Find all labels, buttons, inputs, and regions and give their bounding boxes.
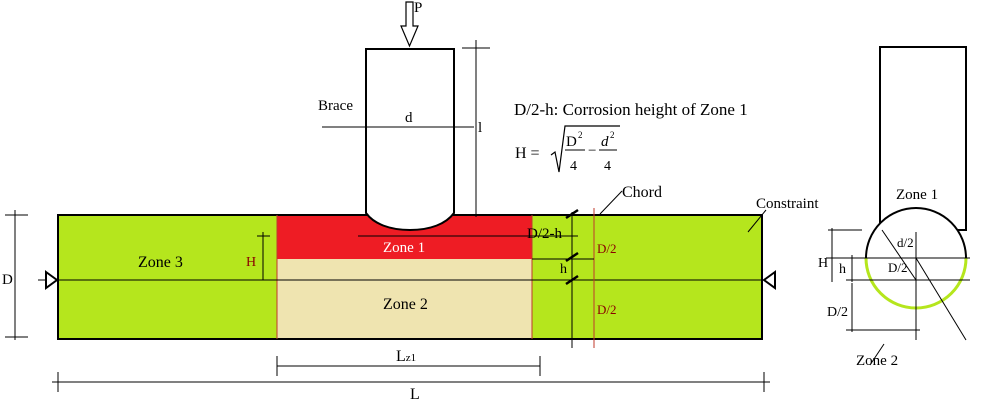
Lz1-label: Lz1 [396,348,416,365]
H-dimension: H [246,232,270,280]
corrosion-description: D/2-h: Corrosion height of Zone 1 [514,100,748,119]
brace-diameter-label: d [405,110,413,126]
D-dimension: D [2,210,28,340]
formula-sup1: 2 [578,130,583,140]
sqrt-sign-icon [550,125,620,173]
Lz1-dimension: Lz1 [276,348,541,376]
section-H-label: H [818,256,828,271]
formula-den2: 4 [604,159,611,174]
formula-den1: 4 [570,159,577,174]
zone2-label: Zone 2 [383,296,428,313]
zone3-right-region [532,215,762,339]
zone2-region [277,259,532,339]
section-D2-left-label: D/2 [827,305,848,320]
right-support-icon [762,270,776,290]
section-brace [879,46,967,231]
cross-section: Zone 1 d/2 D/2 H h D/2 Zone 2 [818,46,970,369]
zone1-label: Zone 1 [383,240,425,256]
brace-label: Brace [318,98,353,114]
brace-outline [365,48,455,232]
load-arrow-icon [400,1,419,48]
chord-label: Chord [622,184,662,201]
formula-sup2: 2 [610,130,615,140]
constraint-label: Constraint [756,196,819,212]
left-support-icon [45,270,59,290]
right-dimensions: D/2-h h D/2 D/2 [527,208,617,348]
formula-num1: D [566,134,577,150]
formula-lhs: H = [515,145,540,162]
D-half-upper-label: D/2 [597,241,617,256]
section-d2-label: d/2 [897,235,914,250]
length-l-dimension: l [462,40,490,217]
formula-minus: − [588,143,596,159]
brace: Brace d [318,48,474,232]
corrosion-formula: D/2-h: Corrosion height of Zone 1 H = D … [514,100,748,174]
H-label: H [246,255,256,270]
D-half-lower-label: D/2 [597,302,617,317]
D-label: D [2,272,13,288]
constraint-callout: Constraint [747,196,819,233]
h-label: h [560,262,567,277]
L-label: L [410,386,420,401]
section-h-label: h [839,262,846,277]
zone3-label: Zone 3 [138,254,183,271]
zone3-left-region [58,215,277,339]
formula-num2: d [601,134,609,150]
L-dimension: L [52,372,770,401]
load-arrow: P [400,0,422,48]
chord-callout: Chord [599,184,662,215]
load-label: P [414,0,422,16]
corrosion-height-label: D/2-h [527,226,562,242]
section-D2-inner-label: D/2 [888,260,908,275]
section-zone2-label: Zone 2 [856,353,898,369]
section-zone1-label: Zone 1 [896,187,938,203]
chord-body [38,214,770,340]
length-l-label: l [478,120,482,136]
